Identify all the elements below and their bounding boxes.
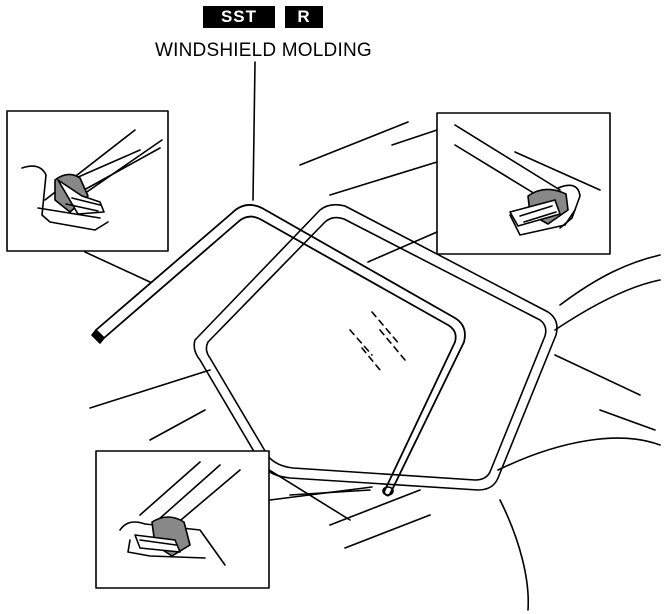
sst-badge: SST — [203, 6, 275, 28]
windshield-molding-label: WINDSHIELD MOLDING — [155, 40, 372, 61]
inset-top-right — [436, 112, 611, 255]
inset-bottom-left — [95, 450, 270, 589]
label-leader-line — [252, 61, 256, 201]
inset-top-left — [6, 110, 169, 252]
r-badge: R — [285, 6, 323, 28]
badge-row: SST R — [203, 6, 323, 28]
inset-leader-lines — [84, 231, 438, 501]
windshield-frame — [193, 203, 558, 491]
windshield-molding — [91, 204, 466, 497]
